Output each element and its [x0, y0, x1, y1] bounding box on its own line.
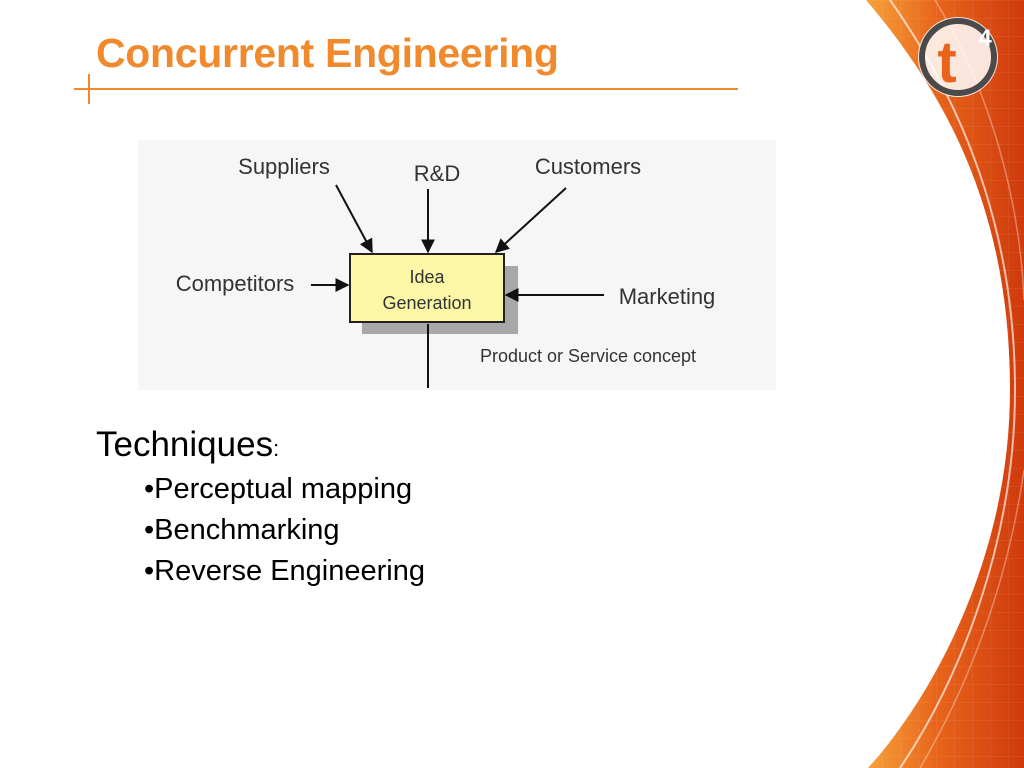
t4-logo: t 4	[918, 17, 998, 97]
techniques-heading-text: Techniques	[96, 425, 274, 464]
idea-generation-box	[349, 253, 505, 323]
list-item: •Perceptual mapping	[144, 473, 413, 505]
logo-letter: t	[937, 30, 956, 95]
input-label-competitors: Competitors	[176, 271, 295, 296]
page-title: Concurrent Engineering	[96, 30, 559, 76]
techniques-heading: Techniques:	[96, 425, 425, 465]
output-label: Product or Service concept	[480, 346, 696, 366]
list-item: •Benchmarking	[144, 514, 340, 546]
input-label-rnd: R&D	[414, 161, 460, 186]
input-label-marketing: Marketing	[619, 284, 716, 309]
logo-superscript: 4	[978, 25, 992, 52]
input-label-suppliers: Suppliers	[238, 154, 330, 179]
box-label-line1: Idea	[409, 267, 445, 287]
title-accent-tick	[88, 74, 90, 104]
techniques-heading-colon: :	[273, 436, 280, 461]
input-label-customers: Customers	[535, 154, 641, 179]
title-underline	[74, 88, 738, 90]
techniques-list: •Perceptual mapping •Benchmarking •Rever…	[144, 469, 425, 592]
arrow-customers	[494, 187, 567, 253]
list-item: •Reverse Engineering	[144, 555, 425, 587]
arrow-suppliers	[335, 184, 373, 254]
techniques-section: Techniques: •Perceptual mapping •Benchma…	[96, 425, 425, 592]
box-label-line2: Generation	[382, 293, 471, 313]
